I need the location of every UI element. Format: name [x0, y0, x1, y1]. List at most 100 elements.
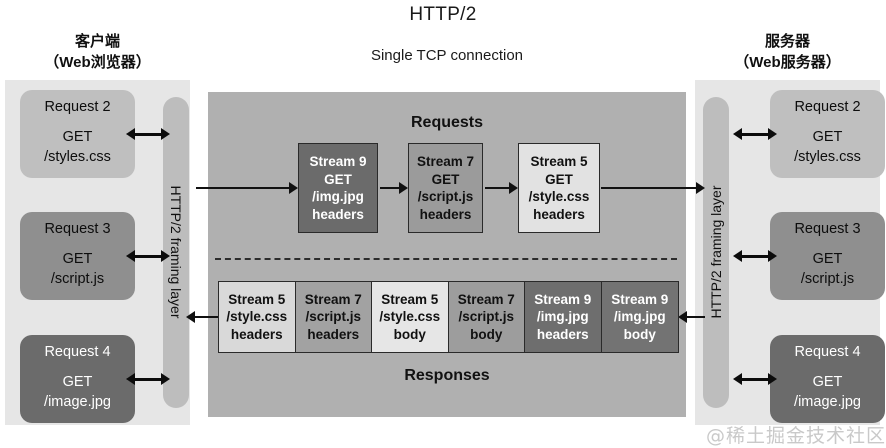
server-request-box-2[interactable]: Request 2 GET /styles.css — [770, 90, 885, 178]
client-request-2-title: Request 2 — [44, 99, 111, 115]
arrow-head-right-icon — [161, 128, 170, 140]
response-frame-2-stream: Stream 5 — [381, 291, 439, 307]
request-stream-5-part: headers — [533, 206, 585, 222]
arrow-head-right-icon — [399, 182, 408, 194]
client-arrow-request-2 — [126, 127, 170, 141]
client-request-4-method: GET — [62, 374, 93, 390]
responses-frame-strip: Stream 5 /style.css headers Stream 7 /sc… — [218, 281, 679, 353]
arrow-head-right-icon — [696, 182, 705, 194]
flow-arrow-to-stream-9 — [196, 182, 298, 194]
response-frame-5-part: body — [623, 326, 656, 342]
server-request-2-path: /styles.css — [794, 149, 861, 165]
request-stream-box-9[interactable]: Stream 9 GET /img.jpg headers — [298, 143, 378, 233]
client-request-box-3[interactable]: Request 3 GET /script.js — [20, 212, 135, 300]
client-request-box-2[interactable]: Request 2 GET /styles.css — [20, 90, 135, 178]
flow-arrow-stream7-to-stream5 — [485, 182, 518, 194]
client-title-line2: （Web浏览器） — [44, 54, 151, 71]
response-frame-0-stream: Stream 5 — [228, 291, 286, 307]
arrow-head-right-icon — [289, 182, 298, 194]
client-arrow-request-4 — [126, 372, 170, 386]
client-request-3-title: Request 3 — [44, 221, 111, 237]
request-stream-9-part: headers — [312, 206, 364, 222]
response-frame-3-path: /script.js — [458, 309, 515, 325]
server-framing-layer-label: HTTP/2 framing layer — [708, 184, 724, 319]
server-request-4-title: Request 4 — [794, 344, 861, 360]
request-stream-9-id: Stream 9 — [309, 154, 367, 169]
server-request-box-4[interactable]: Request 4 GET /image.jpg — [770, 335, 885, 423]
server-request-3-path: /script.js — [800, 271, 855, 287]
server-request-2-title: Request 2 — [794, 99, 861, 115]
arrow-head-left-icon — [126, 128, 135, 140]
response-frame-5[interactable]: Stream 9 /img.jpg body — [601, 282, 678, 352]
arrow-head-right-icon — [509, 182, 518, 194]
arrow-shaft — [485, 187, 510, 189]
arrow-head-left-icon — [733, 373, 742, 385]
arrow-shaft — [740, 255, 770, 258]
arrow-head-right-icon — [768, 373, 777, 385]
arrow-shaft — [133, 378, 163, 381]
client-request-4-path: /image.jpg — [44, 394, 111, 410]
response-frame-3-part: body — [470, 326, 503, 342]
server-request-3-title: Request 3 — [794, 221, 861, 237]
requests-section-label: Requests — [410, 114, 484, 131]
client-request-2-path: /styles.css — [44, 149, 111, 165]
responses-section-label: Responses — [404, 367, 490, 384]
server-title: 服务器 （Web服务器） — [695, 31, 880, 73]
request-stream-7-method: GET — [431, 171, 460, 187]
server-framing-layer: HTTP/2 framing layer — [703, 97, 729, 408]
arrow-head-left-icon — [186, 311, 195, 323]
client-request-2-method: GET — [62, 129, 93, 145]
request-stream-7-path: /script.js — [417, 189, 474, 204]
response-frame-5-path: /img.jpg — [613, 309, 666, 325]
response-frame-0[interactable]: Stream 5 /style.css headers — [219, 282, 296, 352]
response-frame-3-stream: Stream 7 — [457, 291, 515, 307]
server-request-3-method: GET — [812, 251, 843, 267]
request-stream-5-method: GET — [545, 171, 573, 187]
arrow-head-left-icon — [126, 373, 135, 385]
client-framing-layer-label: HTTP/2 framing layer — [168, 184, 184, 319]
page-title: HTTP/2 — [409, 4, 477, 25]
response-frame-4-stream: Stream 9 — [534, 291, 592, 307]
response-frame-4[interactable]: Stream 9 /img.jpg headers — [525, 282, 602, 352]
arrow-head-right-icon — [768, 250, 777, 262]
arrow-shaft — [380, 187, 400, 189]
client-request-4-title: Request 4 — [44, 344, 111, 360]
request-stream-7-id: Stream 7 — [416, 154, 475, 169]
arrow-shaft — [686, 316, 705, 318]
response-frame-3[interactable]: Stream 7 /script.js body — [448, 282, 525, 352]
arrow-shaft — [194, 316, 220, 318]
watermark: @稀土掘金技术社区 — [706, 425, 886, 447]
request-stream-box-7[interactable]: Stream 7 GET /script.js headers — [408, 143, 483, 233]
client-arrow-request-3 — [126, 249, 170, 263]
flow-arrow-responses-to-client — [186, 311, 220, 323]
request-stream-5-id: Stream 5 — [530, 154, 588, 169]
response-frame-1-part: headers — [307, 326, 360, 342]
server-arrow-request-4 — [733, 372, 777, 386]
server-request-box-3[interactable]: Request 3 GET /script.js — [770, 212, 885, 300]
response-frame-1-stream: Stream 7 — [304, 291, 362, 307]
server-request-4-path: /image.jpg — [794, 394, 861, 410]
arrow-shaft — [196, 187, 290, 189]
arrow-head-right-icon — [161, 373, 170, 385]
request-stream-box-5[interactable]: Stream 5 GET /style.css headers — [518, 143, 600, 233]
response-frame-2[interactable]: Stream 5 /style.css body — [372, 282, 449, 352]
response-frame-1[interactable]: Stream 7 /script.js headers — [295, 282, 372, 352]
request-stream-9-path: /img.jpg — [312, 189, 364, 204]
server-title-line2: （Web服务器） — [734, 54, 841, 71]
server-request-2-method: GET — [812, 129, 843, 145]
server-request-4-method: GET — [812, 374, 843, 390]
arrow-head-left-icon — [733, 128, 742, 140]
request-stream-7-part: headers — [419, 206, 472, 222]
request-stream-9-method: GET — [324, 171, 352, 187]
server-arrow-request-3 — [733, 249, 777, 263]
arrow-shaft — [133, 255, 163, 258]
request-stream-5-path: /style.css — [528, 189, 590, 204]
arrow-head-left-icon — [126, 250, 135, 262]
arrow-head-left-icon — [733, 250, 742, 262]
client-title: 客户端 （Web浏览器） — [5, 31, 190, 73]
response-frame-5-stream: Stream 9 — [611, 291, 669, 307]
arrow-shaft — [740, 133, 770, 136]
client-request-box-4[interactable]: Request 4 GET /image.jpg — [20, 335, 135, 423]
client-request-3-method: GET — [62, 251, 93, 267]
server-arrow-request-2 — [733, 127, 777, 141]
